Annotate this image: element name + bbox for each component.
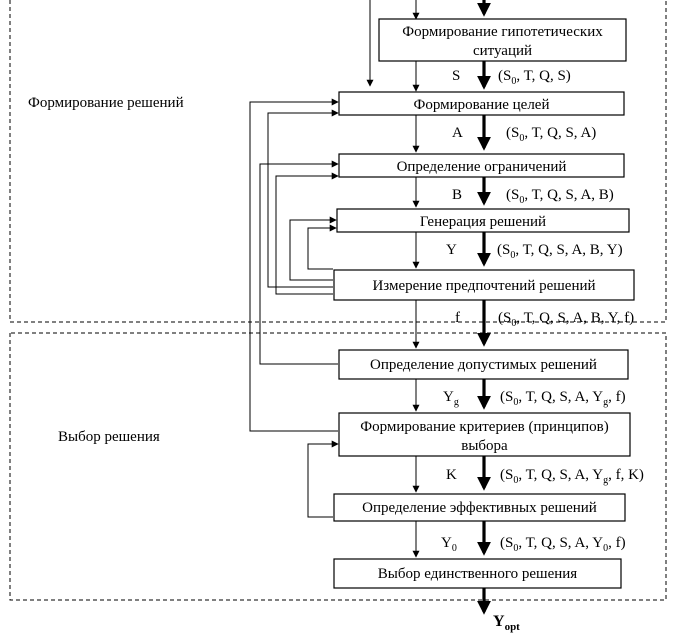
flow-label-s: S [452, 68, 460, 84]
box-effective-label: Определение эффективных решений [362, 500, 597, 516]
box-preferences: Измерение предпочтений решений [333, 269, 635, 301]
box-limits: Определение ограничений [338, 153, 625, 178]
tuple-t8: (S0, T, Q, S, A, Y0, f) [500, 535, 626, 554]
box-hypo-line2: ситуаций [473, 43, 532, 59]
box-criteria: Формирование критериев (принципов) выбор… [338, 412, 631, 457]
stage-choice-region [9, 332, 667, 601]
box-generation: Генерация решений [336, 208, 630, 233]
box-single-choice: Выбор единственного решения [333, 558, 622, 589]
flow-label-f: f [455, 310, 460, 326]
box-criteria-line2: выбора [461, 438, 508, 454]
box-admissible: Определение допустимых решений [338, 349, 629, 380]
output-yopt-label: Yopt [493, 613, 520, 633]
box-gen-label: Генерация решений [420, 214, 546, 230]
flow-label-y0: Y0 [441, 535, 457, 554]
flow-label-k: K [446, 467, 457, 483]
box-effective: Определение эффективных решений [333, 493, 626, 522]
box-criteria-line1: Формирование критериев (принципов) [360, 419, 608, 435]
flow-label-b: B [452, 187, 462, 203]
box-admissible-label: Определение допустимых решений [370, 357, 597, 373]
flow-label-a: A [452, 125, 463, 141]
box-limits-label: Определение ограничений [397, 159, 567, 175]
tuple-t2: (S0, T, Q, S, A) [506, 125, 596, 144]
stage-formation-region [9, 0, 667, 323]
tuple-t3: (S0, T, Q, S, A, B) [506, 187, 614, 206]
box-goals: Формирование целей [338, 91, 625, 116]
tuple-t4: (S0, T, Q, S, A, B, Y) [497, 242, 623, 261]
box-single-label: Выбор единственного решения [378, 566, 577, 582]
flow-labels: S A B Y f Yg K Y0 [441, 68, 463, 554]
feedback-lines [249, 0, 420, 518]
stage-formation-label: Формирование решений [28, 95, 184, 111]
tuple-t6: (S0, T, Q, S, A, Yg, f) [500, 389, 626, 408]
stage-choice-label: Выбор решения [58, 429, 160, 445]
tuple-t7: (S0, T, Q, S, A, Yg, f, K) [500, 467, 644, 486]
flow-label-y: Y [446, 242, 457, 258]
box-goals-label: Формирование целей [413, 97, 549, 113]
tuple-labels: (S0, T, Q, S) (S0, T, Q, S, A) (S0, T, Q… [497, 68, 644, 554]
box-hypothetical-situations: Формирование гипотетических ситуаций [378, 18, 627, 62]
box-pref-label: Измерение предпочтений решений [372, 278, 595, 294]
flow-label-yg: Yg [443, 389, 459, 408]
box-hypo-line1: Формирование гипотетических [402, 24, 603, 40]
tuple-t5: (S0, T, Q, S, A, B, Y, f) [498, 310, 634, 329]
tuple-t1: (S0, T, Q, S) [498, 68, 571, 87]
